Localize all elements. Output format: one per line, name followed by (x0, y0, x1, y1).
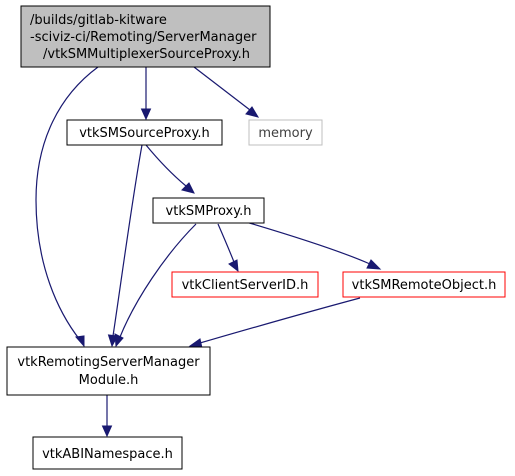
node-module-line-1: vtkRemotingServerManager (17, 355, 200, 370)
edge-proxy-to-module (114, 223, 197, 348)
node-module-line-2: Module.h (79, 373, 139, 388)
node-proxy[interactable]: vtkSMProxy.h (152, 197, 265, 224)
edge-source-proxy-to-proxy (145, 144, 195, 194)
node-source-proxy-label: vtkSMSourceProxy.h (79, 126, 210, 141)
node-abi-namespace[interactable]: vtkABINamespace.h (32, 436, 183, 470)
node-root[interactable]: /builds/gitlab-kitware -sciviz-ci/Remoti… (20, 5, 271, 68)
node-source-proxy[interactable]: vtkSMSourceProxy.h (66, 119, 223, 146)
edge-proxy-to-remote-object (245, 221, 382, 270)
node-memory-label: memory (258, 126, 313, 141)
node-module[interactable]: vtkRemotingServerManager Module.h (6, 346, 211, 396)
node-memory[interactable]: memory (248, 119, 323, 146)
node-client-server-id[interactable]: vtkClientServerID.h (171, 271, 319, 298)
nodes: /builds/gitlab-kitware -sciviz-ci/Remoti… (6, 5, 506, 470)
edge-remote-object-to-module (188, 297, 361, 349)
edge-proxy-to-client-server-id (217, 223, 239, 273)
edges (35, 66, 382, 438)
node-abi-namespace-label: vtkABINamespace.h (42, 447, 173, 462)
edge-source-proxy-to-module (107, 144, 143, 348)
edge-root-to-module (35, 66, 99, 348)
node-client-server-id-label: vtkClientServerID.h (182, 278, 309, 293)
node-proxy-label: vtkSMProxy.h (166, 204, 252, 219)
edge-root-to-memory (193, 66, 260, 118)
edge-root-to-source-proxy (140, 67, 152, 121)
node-root-line-2: -sciviz-ci/Remoting/ServerManager (30, 30, 257, 45)
node-remote-object[interactable]: vtkSMRemoteObject.h (342, 271, 506, 298)
node-root-line-1: /builds/gitlab-kitware (30, 13, 167, 28)
node-remote-object-label: vtkSMRemoteObject.h (352, 278, 497, 293)
edge-module-to-abi-namespace (101, 395, 113, 438)
node-root-line-3: /vtkSMMultiplexerSourceProxy.h (43, 47, 250, 62)
